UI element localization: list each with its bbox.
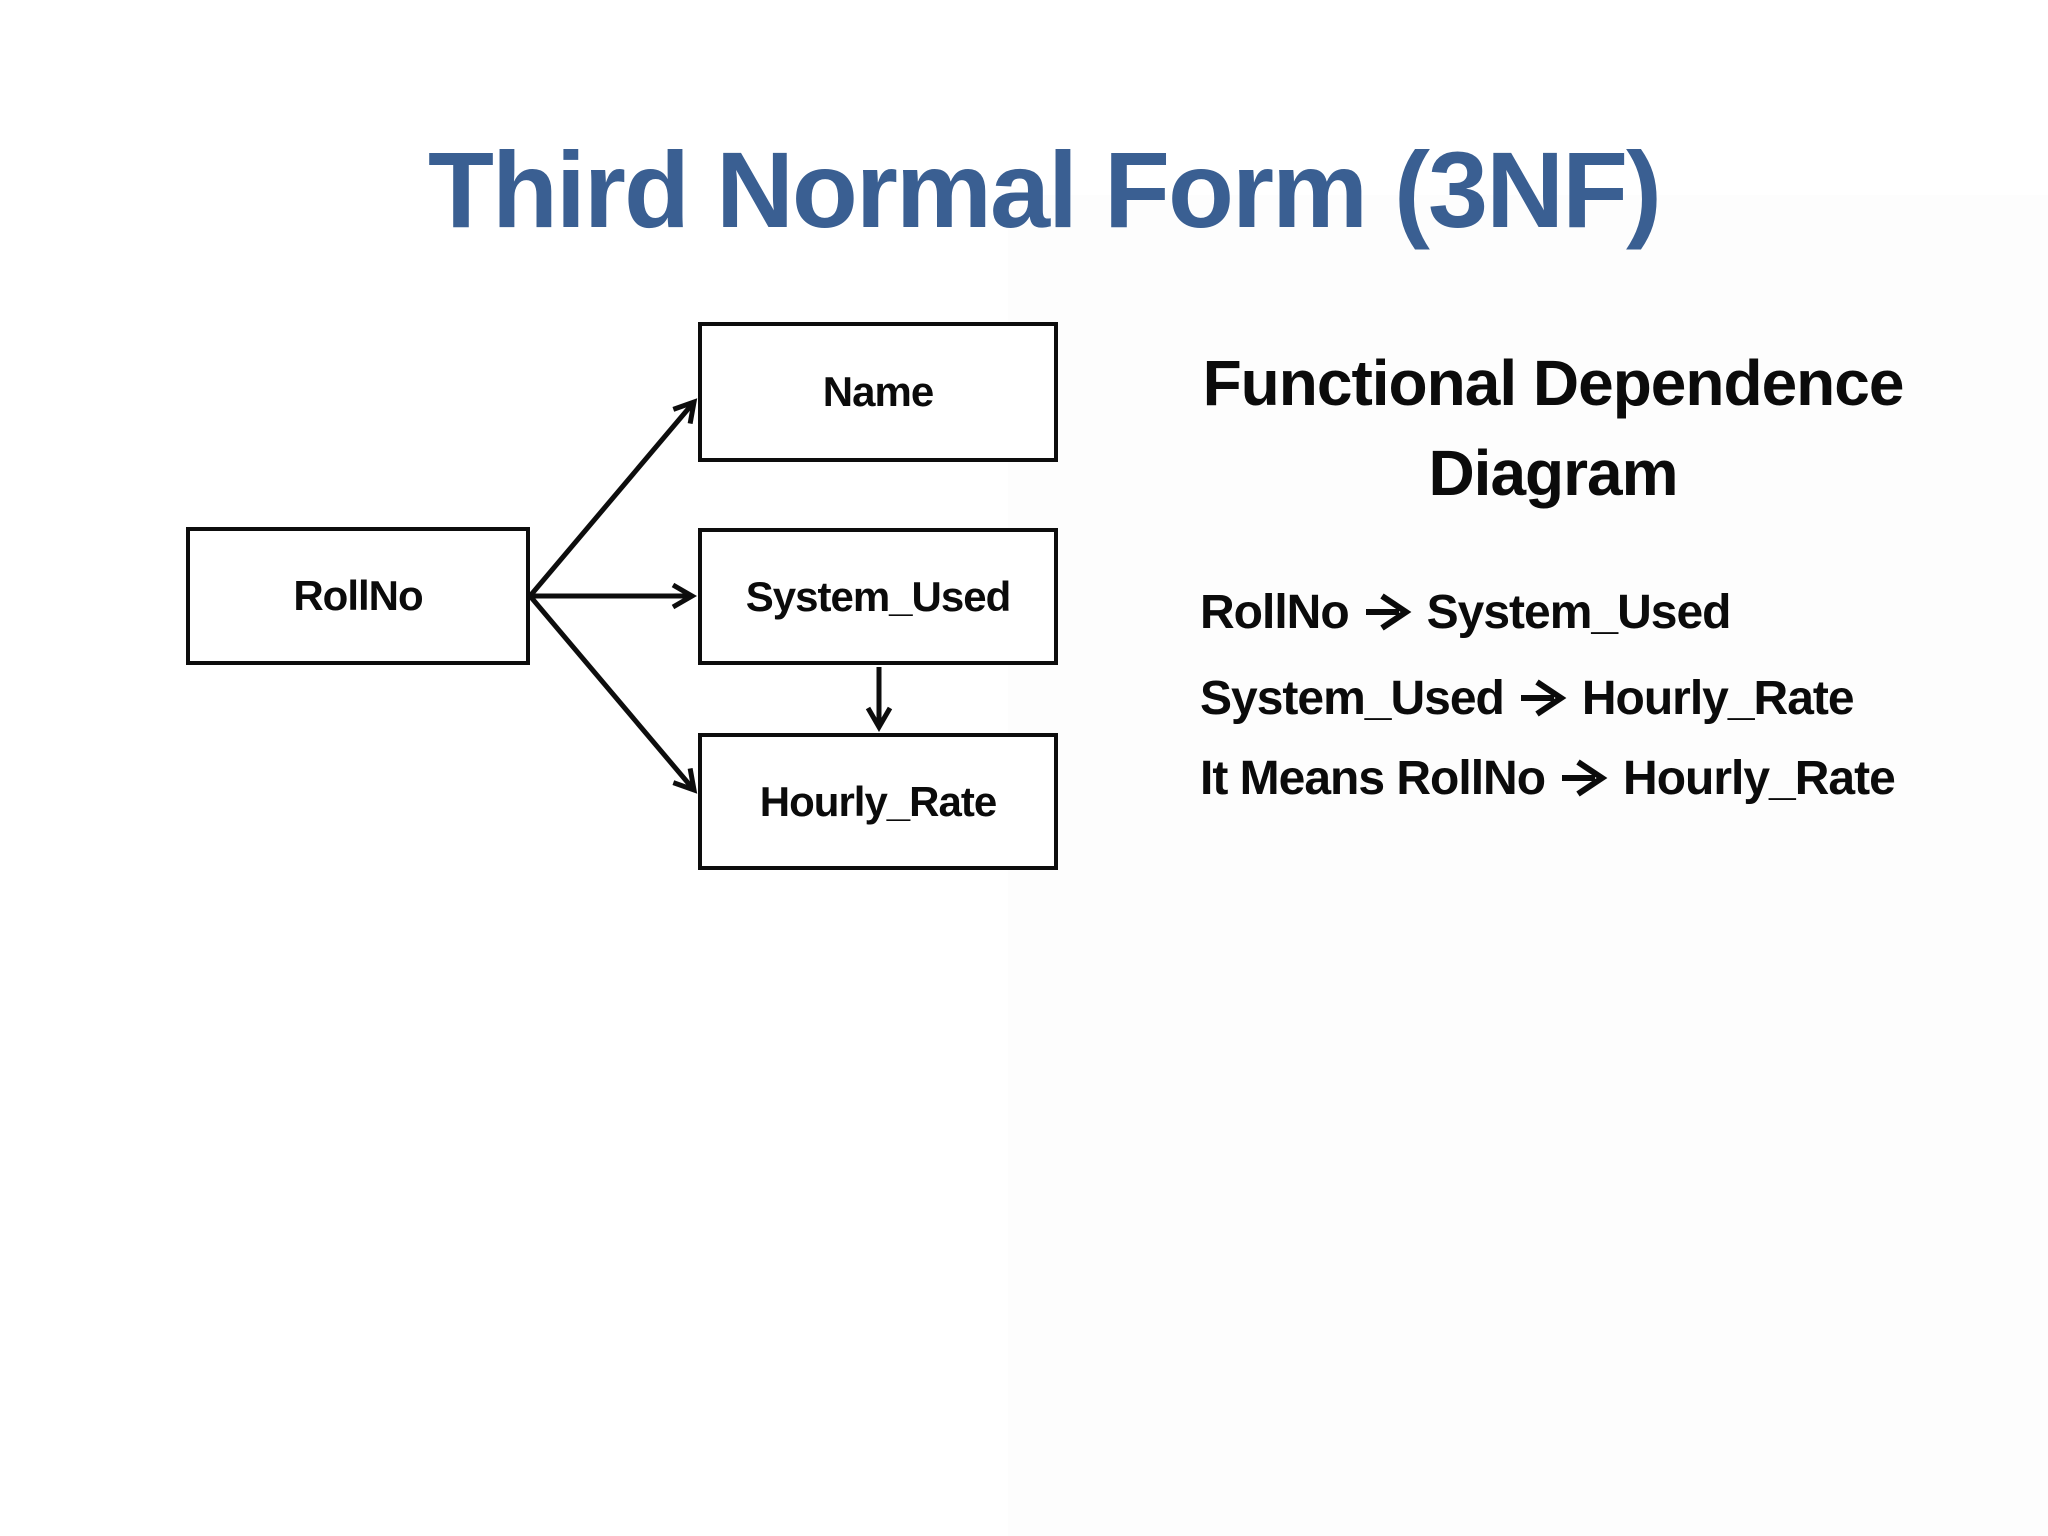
node-rollno-label: RollNo: [293, 572, 423, 619]
dependency-row-1: RollNo System_Used: [1200, 584, 1732, 640]
node-hourly-rate-label: Hourly_Rate: [759, 777, 997, 825]
right-background-shade: [1008, 195, 2048, 1536]
node-hourly-rate: Hourly_Rate: [698, 733, 1058, 870]
right-arrow-icon: [1518, 678, 1568, 718]
right-arrow-icon: [1559, 758, 1609, 798]
dependency-1-from: RollNo: [1200, 585, 1350, 639]
right-arrow-icon: [1363, 592, 1413, 632]
dependency-3-to: Hourly_Rate: [1623, 751, 1896, 805]
dependency-2-to: Hourly_Rate: [1581, 671, 1855, 725]
node-system-used-label: System_Used: [745, 572, 1011, 620]
dependency-1-to: System_Used: [1426, 585, 1732, 639]
node-system-used: System_Used: [698, 528, 1058, 665]
arrow-rollno-to-hourly-rate: [528, 594, 698, 794]
node-rollno: RollNo: [186, 527, 530, 665]
node-name-label: Name: [822, 368, 934, 415]
dependency-row-3: It Means RollNo Hourly_Rate: [1200, 750, 1896, 806]
dependency-2-from: System_Used: [1200, 671, 1505, 725]
node-name: Name: [698, 322, 1058, 462]
slide-title: Third Normal Form (3NF): [427, 129, 1662, 250]
heading-line-1: Functional Dependence: [1202, 347, 1905, 419]
heading-line-2: Diagram: [1428, 437, 1678, 509]
dependency-row-2: System_Used Hourly_Rate: [1200, 670, 1855, 726]
functional-dependence-heading: Functional Dependence Diagram: [1103, 338, 2003, 518]
arrow-rollno-to-name: [528, 398, 698, 598]
dependency-3-from: It Means RollNo: [1200, 751, 1546, 805]
